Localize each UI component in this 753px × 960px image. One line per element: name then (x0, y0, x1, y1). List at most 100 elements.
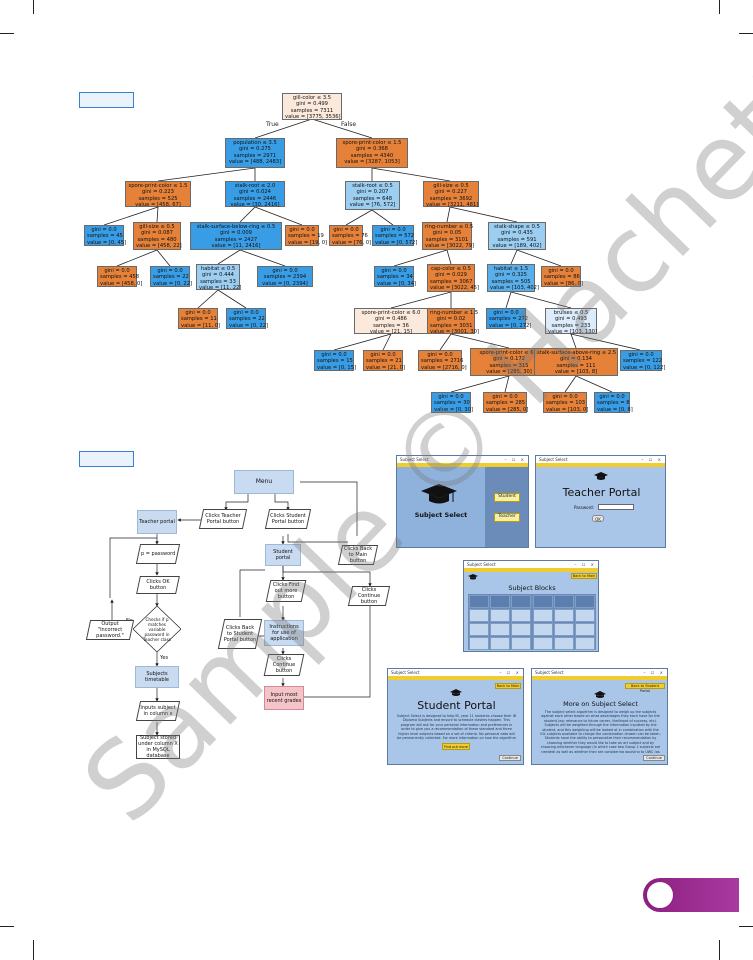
grid-cell[interactable] (468, 608, 489, 622)
grid-cell[interactable] (575, 622, 596, 636)
screen-left-pane (397, 467, 485, 547)
graduation-cap-icon (468, 574, 478, 580)
window-controls[interactable]: – ☐ × (643, 670, 665, 675)
page-number-circle (646, 881, 674, 909)
flow-clicks-continue-a: Clicks Continue button (347, 586, 391, 606)
flow-output-incorrect: Output "Incorrect password." (85, 620, 135, 640)
grid-cell[interactable] (468, 594, 489, 608)
continue-button[interactable]: Continue (499, 755, 521, 761)
flow-clicks-find-out: Clicks Find out more button (265, 580, 307, 602)
flow-instructions: Instructions for use of application (264, 620, 304, 646)
screen-title: Subject Blocks (508, 584, 556, 592)
flow-input-grades: Input most recent grades (264, 686, 304, 710)
teacher-button[interactable]: Teacher (494, 513, 520, 522)
back-to-main-button[interactable]: Back to Main (495, 683, 521, 689)
grid-cell[interactable] (575, 636, 596, 650)
flow-clicks-teacher-portal: Clicks Teacher Portal button (198, 509, 248, 529)
graduation-cap-icon (421, 484, 457, 504)
accent-bar (397, 463, 528, 467)
flowchart-connectors (109, 481, 372, 736)
grid-cell[interactable] (489, 636, 511, 650)
back-to-main-button[interactable]: Back to Main (571, 573, 597, 579)
grid-cell[interactable] (553, 608, 575, 622)
flow-subjects-timetable: Subjects timetable (135, 666, 179, 688)
window-title-bar: Subject Select– ☐ × (536, 456, 665, 463)
grid-cell[interactable] (575, 594, 596, 608)
grid-cell[interactable] (468, 636, 489, 650)
find-out-more-button[interactable]: Find out more (442, 743, 470, 750)
graduation-cap-icon (594, 691, 606, 698)
grid-cell[interactable] (489, 608, 511, 622)
grid-cell[interactable] (532, 622, 553, 636)
grid-cell[interactable] (511, 594, 532, 608)
grid-cell[interactable] (532, 594, 553, 608)
grid-cell[interactable] (553, 636, 575, 650)
window-controls[interactable]: – ☐ × (504, 457, 526, 462)
tree-edges (103, 118, 641, 393)
accent-bar (532, 676, 667, 680)
window-controls[interactable]: – ☐ × (574, 562, 596, 567)
password-input[interactable] (598, 504, 634, 510)
grid-cell[interactable] (575, 608, 596, 622)
grid-cell[interactable] (489, 594, 511, 608)
screen-subject-blocks: Subject Select– ☐ × Back to Main Subject… (463, 560, 599, 652)
window-controls[interactable]: – ☐ × (641, 457, 663, 462)
screen-right-pane (485, 467, 528, 547)
crop-mark (719, 0, 720, 14)
grid-cell[interactable] (468, 622, 489, 636)
flow-clicks-back-student: Clicks Back to Student Portal button (217, 619, 263, 649)
grid-cell[interactable] (511, 622, 532, 636)
tree-edge-label-true: True (266, 121, 279, 128)
screen-title: Subject Select (414, 511, 468, 519)
window-title-bar: Subject Select– ☐ × (532, 669, 667, 676)
flow-inputs-subject: Inputs subject in column x (135, 701, 181, 721)
back-to-student-portal-button[interactable]: Back to Student Portal (625, 683, 665, 693)
continue-button[interactable]: Continue (643, 755, 665, 761)
figure-tag-box (79, 92, 134, 108)
flow-menu-box: Menu (234, 470, 294, 494)
grid-cell[interactable] (511, 608, 532, 622)
flow-clicks-student-portal: Clicks Student Portal button (264, 509, 312, 529)
flow-clicks-ok: Clicks OK button (136, 576, 180, 594)
grid-cell[interactable] (532, 608, 553, 622)
grid-cell[interactable] (532, 636, 553, 650)
ok-button[interactable]: OK (592, 515, 604, 522)
intro-text: Subject Select is designed to help IB, y… (396, 714, 517, 740)
screen-title: Student Portal (417, 699, 496, 712)
algorithm-text: The subject select algorithm is designed… (540, 710, 661, 753)
accent-bar (464, 568, 598, 572)
grid-cell[interactable] (553, 622, 575, 636)
password-label: Password: (574, 505, 595, 510)
accent-bar (536, 463, 665, 467)
screen-student-portal: Subject Select– ☐ × Back to Main Student… (387, 668, 524, 765)
grid-cell[interactable] (553, 594, 575, 608)
screen-title: More on Subject Select (563, 700, 638, 708)
grid-cell[interactable] (489, 622, 511, 636)
student-button[interactable]: Student (494, 493, 520, 502)
grid-cell[interactable] (511, 636, 532, 650)
window-controls[interactable]: – ☐ × (499, 670, 521, 675)
flow-subject-stored: Subject stored under column X in MySQL d… (136, 735, 180, 759)
